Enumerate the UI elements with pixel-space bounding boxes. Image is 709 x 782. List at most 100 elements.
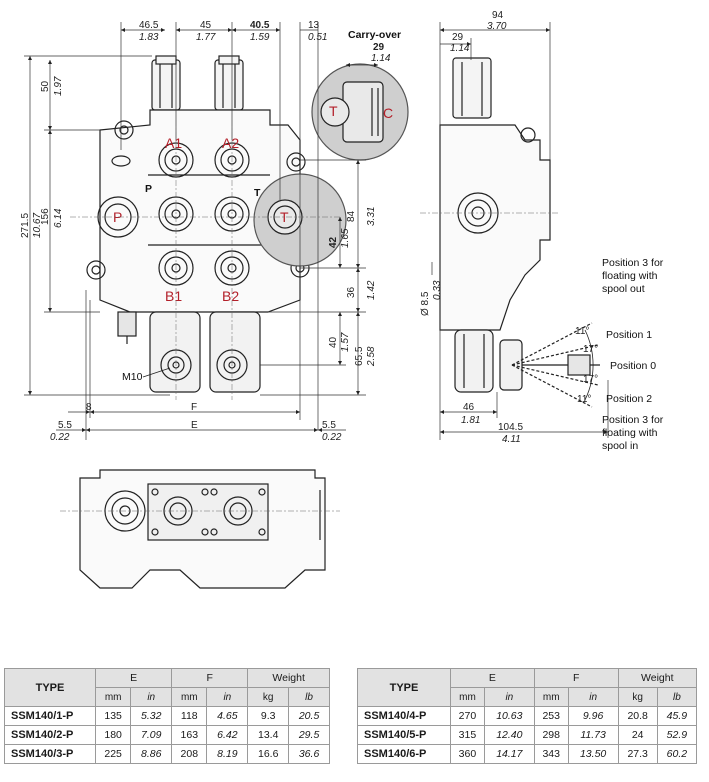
dim-5-5-right: 5.5 [322,420,336,431]
type-header: TYPE [4,668,96,707]
e-mm-cell: 225 [94,744,132,764]
unit-in: in [567,687,619,707]
lb-cell: 52.9 [656,725,698,745]
pos3-in-line1: Position 3 for [602,414,664,426]
dim-3-70: 3.70 [487,21,507,32]
e-in-cell: 5.32 [130,706,173,726]
dim-104-5: 104.5 [498,422,523,433]
m10-label: M10 [122,371,143,383]
kg-cell: 13.4 [247,725,290,745]
dim-8: 8 [86,402,92,413]
e-mm-cell: 315 [450,725,485,745]
model-cell: SSM140/3-P [4,744,96,764]
top-view [79,469,326,589]
e-mm-cell: 135 [94,706,132,726]
carry-C-label: C [383,105,393,121]
pos0-label: Position 0 [610,360,656,372]
lb-cell: 36.6 [288,744,330,764]
unit-in: in [130,687,173,707]
side-dimension-text: 94 3.70 29 1.14 Ø 8.5 0.33 46 1.81 104.5… [420,10,664,452]
e-in-cell: 10.63 [483,706,535,726]
e-header: E [450,668,535,688]
dim-E: E [191,420,198,431]
f-mm-cell: 298 [533,725,569,745]
f-mm-cell: 118 [171,706,208,726]
unit-kg: kg [247,687,290,707]
dim-1-42: 1.42 [366,280,377,300]
unit-in: in [206,687,249,707]
port-B2: B2 [222,288,239,304]
lb-cell: 20.5 [288,706,330,726]
table-row: SSM140/2-P 180 7.09 163 6.42 13.4 29.5 [4,725,330,745]
e-in-cell: 7.09 [130,725,173,745]
table-row: SSM140/4-P 270 10.63 253 9.96 20.8 45.9 [357,706,698,726]
kg-cell: 20.8 [617,706,658,726]
weight-header: Weight [247,668,330,688]
f-mm-cell: 163 [171,725,208,745]
port-T: T [280,209,289,225]
dim-1-81: 1.81 [461,415,480,426]
dim-84: 84 [346,210,357,222]
dim-13: 13 [308,20,320,31]
side-dimension-lines [431,22,609,440]
dim-40: 40 [328,336,339,348]
table-row: SSM140/6-P 360 14.17 343 13.50 27.3 60.2 [357,744,698,764]
dim-side-29: 29 [452,32,464,43]
pos3-in-line3: spool in [602,440,638,452]
dim-0-22-right: 0.22 [322,432,342,443]
dim-45: 45 [200,20,212,31]
table-row: SSM140/3-P 225 8.86 208 8.19 16.6 36.6 [4,744,330,764]
dim-1-57: 1.57 [340,332,351,352]
pos3-out-line2: floating with [602,270,658,282]
dim-36: 36 [346,286,357,298]
dim-6-14: 6.14 [53,208,64,228]
dim-40-5: 40.5 [250,20,270,31]
centre-lines [60,120,560,512]
angle-11-bottom: 11° [577,394,591,405]
f-in-cell: 13.50 [567,744,619,764]
dim-2-58: 2.58 [366,346,377,367]
f-mm-cell: 208 [171,744,208,764]
unit-in: in [483,687,535,707]
f-mm-cell: 253 [533,706,569,726]
dim-271-5: 271.5 [20,213,31,238]
model-cell: SSM140/6-P [357,744,451,764]
lb-cell: 45.9 [656,706,698,726]
dim-94: 94 [492,10,504,21]
angle-17-bottom: 17° [583,374,598,385]
dim-1-77: 1.77 [196,32,216,43]
front-dimension-text: 46.5 1.83 45 1.77 40.5 1.59 13 0.51 Carr… [20,20,401,443]
f-in-cell: 6.42 [206,725,249,745]
table-row: SSM140/1-P 135 5.32 118 4.65 9.3 20.5 [4,706,330,726]
kg-cell: 27.3 [617,744,658,764]
f-in-cell: 4.65 [206,706,249,726]
front-view [86,55,409,393]
unit-mm: mm [94,687,132,707]
pos3-out-line1: Position 3 for [602,257,664,269]
dim-156: 156 [40,208,51,225]
dim-4-11: 4.11 [502,434,521,445]
e-mm-cell: 360 [450,744,485,764]
dim-5-5-left: 5.5 [58,420,72,431]
pos2-label: Position 2 [606,393,652,405]
unit-kg: kg [617,687,658,707]
f-header: F [533,668,619,688]
type-header: TYPE [357,668,451,707]
dim-1-97: 1.97 [53,76,64,96]
spec-table-right: TYPE E F Weight mm in mm in kg lb SSM140… [357,668,698,764]
unit-mm: mm [533,687,569,707]
port-P: P [113,209,122,225]
unit-lb: lb [288,687,330,707]
port-A1: A1 [165,135,182,151]
dim-1-83: 1.83 [139,32,159,43]
port-B1: B1 [165,288,182,304]
e-header: E [94,668,173,688]
f-mm-cell: 343 [533,744,569,764]
carry-over-label: Carry-over [348,29,401,41]
model-cell: SSM140/4-P [357,706,451,726]
pos1-label: Position 1 [606,329,652,341]
port-A2: A2 [222,135,239,151]
dim-carry-1-14: 1.14 [371,53,391,64]
spec-table-left: TYPE E F Weight mm in mm in kg lb SSM140… [4,668,330,764]
f-header: F [171,668,249,688]
